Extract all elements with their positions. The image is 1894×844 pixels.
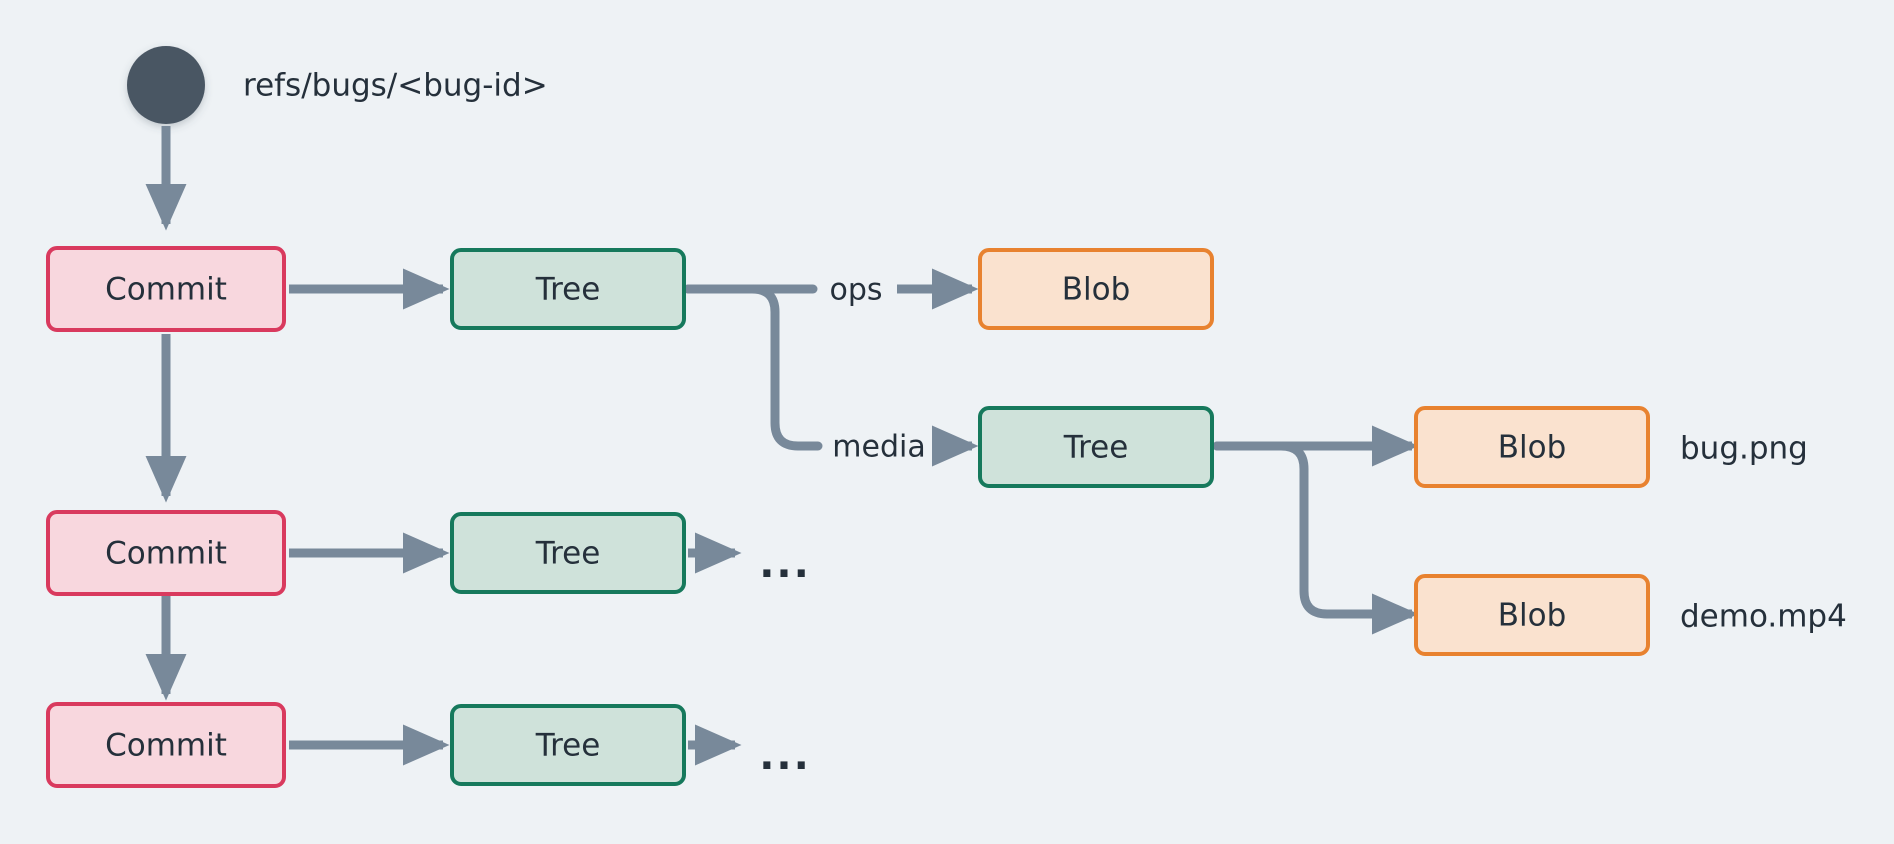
node-commit-1[interactable] xyxy=(46,246,286,332)
node-tree-3[interactable] xyxy=(450,704,686,786)
node-blob-demo-mp4-label: Blob xyxy=(1498,598,1567,634)
edge-tree1-to-media-label xyxy=(683,284,823,451)
side-label-demo-mp4: demo.mp4 xyxy=(1680,599,1847,635)
node-tree-2-label: Tree xyxy=(535,536,601,572)
node-tree-1[interactable] xyxy=(450,248,686,330)
side-label-bug-png: bug.png xyxy=(1680,431,1808,467)
ref-label: refs/bugs/<bug-id> xyxy=(243,68,548,104)
node-tree-2[interactable] xyxy=(450,512,686,594)
node-tree-3-label: Tree xyxy=(535,728,601,764)
node-tree-media-label: Tree xyxy=(1063,430,1129,466)
node-commit-2-label: Commit xyxy=(105,536,227,572)
node-blob-bug-png-label: Blob xyxy=(1498,430,1567,466)
edge-label-media: media xyxy=(832,430,925,465)
node-commit-3[interactable] xyxy=(46,702,286,788)
ellipsis-after-tree-2: ... xyxy=(759,541,811,587)
node-commit-3-label: Commit xyxy=(105,728,227,764)
node-blob-bug-png[interactable] xyxy=(1414,406,1650,488)
node-tree-media[interactable] xyxy=(978,406,1214,488)
ellipsis-after-tree-3: ... xyxy=(759,733,811,779)
node-commit-2[interactable] xyxy=(46,510,286,596)
node-blob-ops-label: Blob xyxy=(1062,272,1131,308)
node-blob-ops[interactable] xyxy=(978,248,1214,330)
node-tree-1-label: Tree xyxy=(535,272,601,308)
node-commit-1-label: Commit xyxy=(105,272,227,308)
edge-treemedia-to-blobmp4-line xyxy=(1212,441,1360,619)
node-blob-demo-mp4[interactable] xyxy=(1414,574,1650,656)
edge-label-ops: ops xyxy=(829,273,882,308)
root-ref-dot-icon xyxy=(127,46,205,124)
